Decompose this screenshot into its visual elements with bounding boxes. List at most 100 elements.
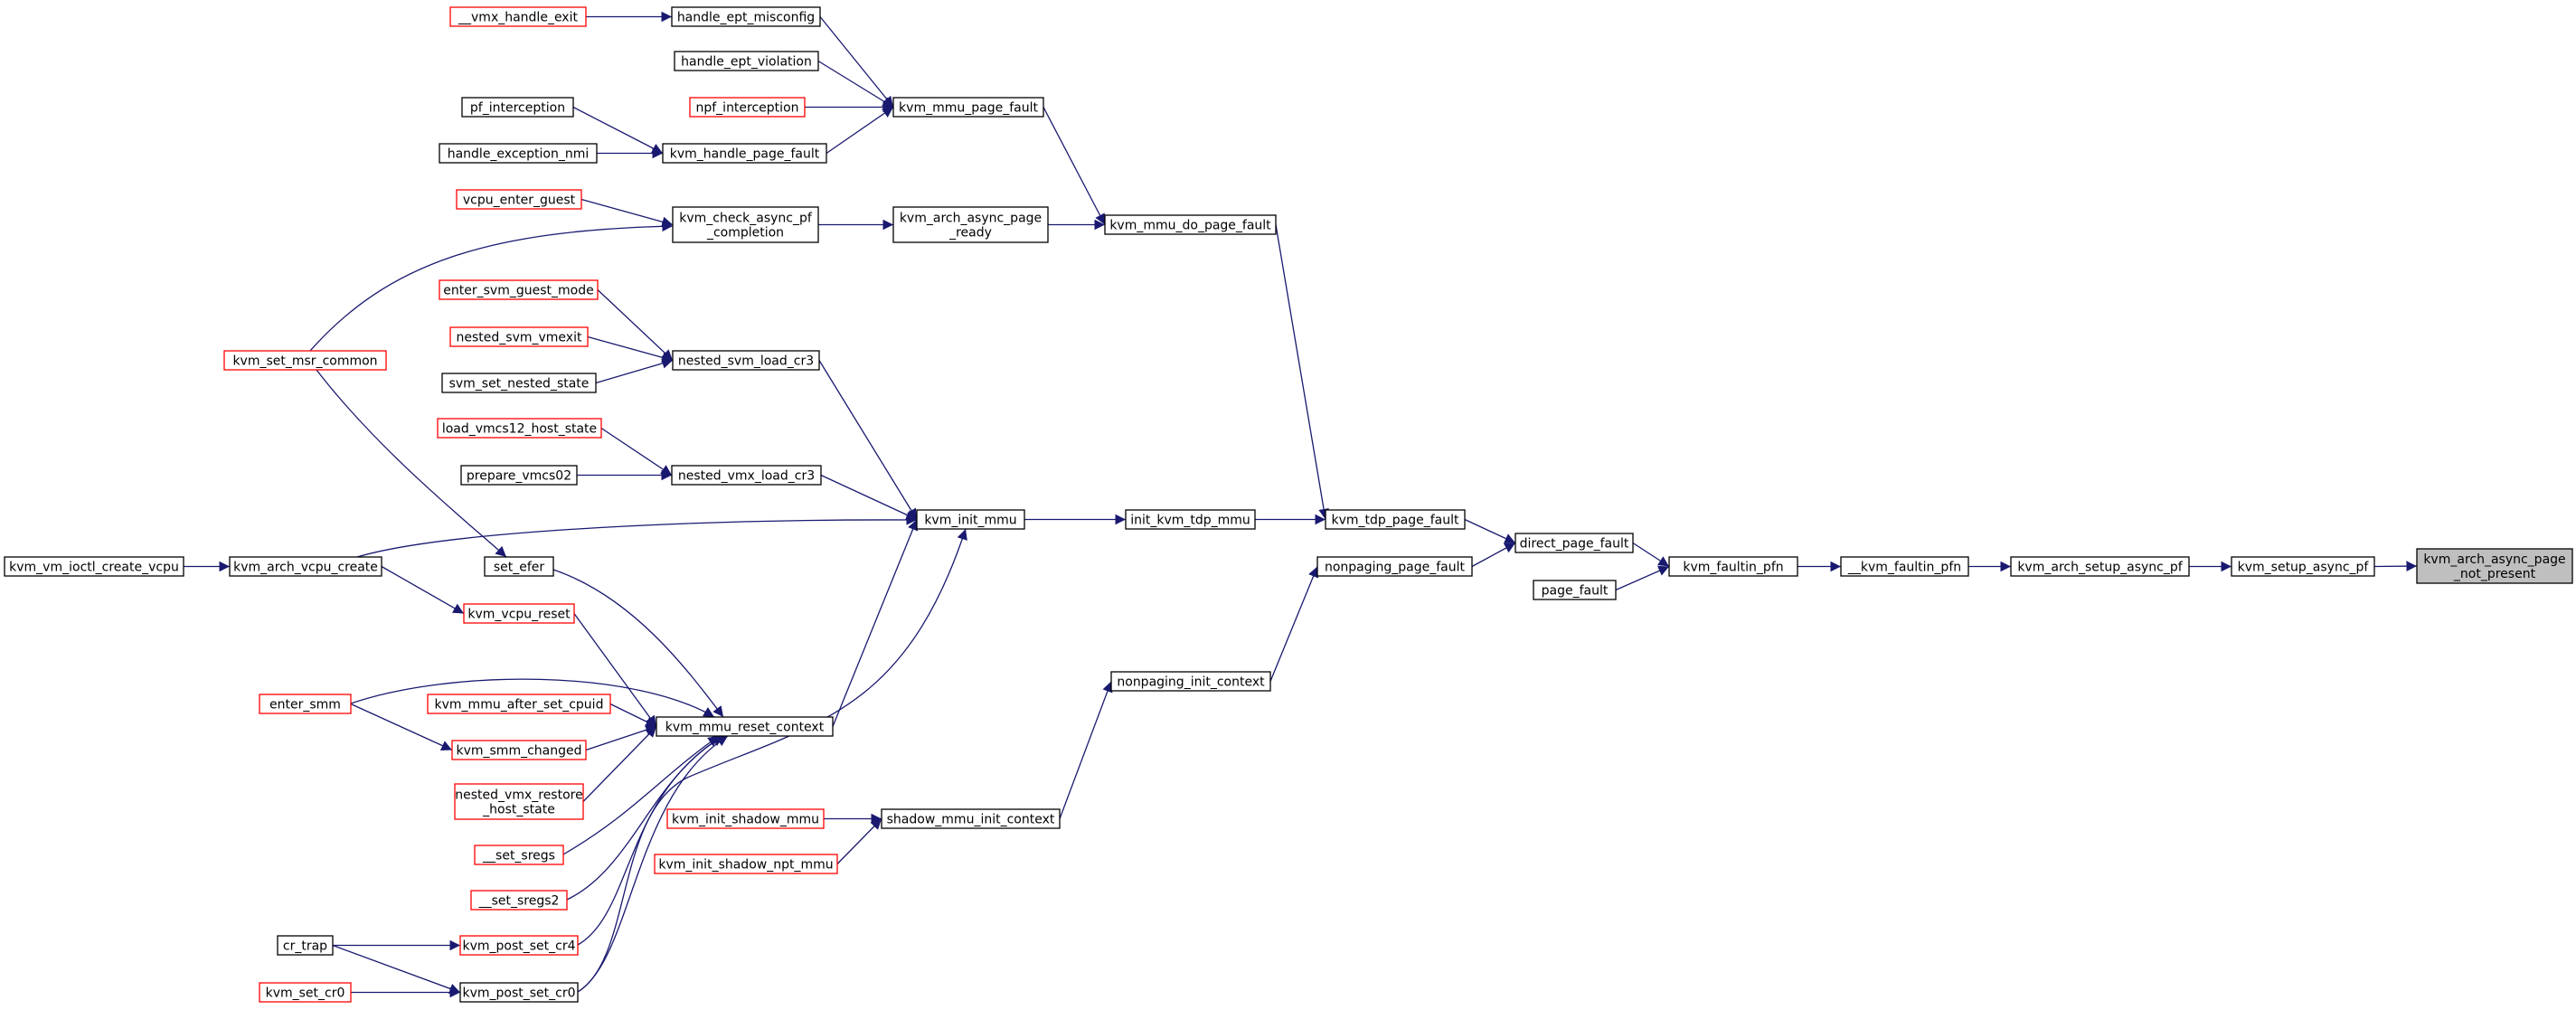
node-box: [1840, 556, 1969, 577]
node-nonpaging-init-context[interactable]: nonpaging_init_context: [1110, 671, 1271, 692]
node-box: [463, 603, 575, 624]
node-label: kvm_init_shadow_npt_mmu: [658, 858, 833, 873]
node-kvm-setup-async-pf[interactable]: kvm_setup_async_pf: [2231, 556, 2375, 577]
node-prepare-vmcs02[interactable]: prepare_vmcs02: [460, 465, 578, 486]
node-enter-smm[interactable]: enter_smm: [259, 694, 352, 714]
edge-handle-ept-violation-to-kvm-mmu-page-fault: [817, 60, 894, 109]
node-box: [449, 6, 587, 27]
node-label: shadow_mmu_init_context: [887, 813, 1055, 827]
node-kvm-vcpu-reset[interactable]: kvm_vcpu_reset: [463, 603, 575, 624]
node-kvm-mmu-do-page-fault[interactable]: kvm_mmu_do_page_fault: [1104, 214, 1277, 235]
node-label: __kvm_faultin_pfn: [1847, 561, 1961, 575]
node-box: [460, 465, 578, 486]
node-kvm-arch-vcpu-create[interactable]: kvm_arch_vcpu_create: [229, 556, 382, 577]
node-label: svm_set_nested_state: [449, 377, 590, 392]
node-box: [1668, 556, 1798, 577]
node-box: [2416, 548, 2573, 584]
node-page-fault[interactable]: page_fault: [1533, 580, 1617, 600]
node-box: [451, 740, 587, 760]
edge-kvm-mmu-page-fault-to-kvm-mmu-do-page-fault: [1043, 107, 1106, 225]
node-label: kvm_arch_async_page: [2423, 552, 2565, 567]
node-kvm-check-async-pf-completion[interactable]: kvm_check_async_pf_completion: [672, 206, 819, 243]
node-kvm-init-shadow-npt-mmu[interactable]: kvm_init_shadow_npt_mmu: [654, 854, 838, 874]
node-kvm-set-msr-common[interactable]: kvm_set_msr_common: [223, 350, 387, 371]
node-box: [881, 808, 1061, 829]
node-label: kvm_handle_page_fault: [670, 147, 820, 162]
node-kvm-arch-setup-async-pf[interactable]: kvm_arch_setup_async_pf: [2010, 556, 2190, 577]
node-npf-interception[interactable]: npf_interception: [689, 97, 806, 118]
node-svm-set-nested-state[interactable]: svm_set_nested_state: [441, 373, 597, 393]
node-handle-ept-misconfig[interactable]: handle_ept_misconfig: [671, 6, 821, 27]
node-label: kvm_post_set_cr0: [462, 986, 575, 1001]
node-nested-svm-vmexit[interactable]: nested_svm_vmexit: [449, 326, 589, 347]
node-kvm-init-mmu[interactable]: kvm_init_mmu: [916, 509, 1025, 530]
node-enter-svm-guest-mode[interactable]: enter_svm_guest_mode: [439, 279, 599, 300]
node-vcpu-enter-guest[interactable]: vcpu_enter_guest: [456, 189, 582, 210]
node-label: init_kvm_tdp_mmu: [1130, 514, 1250, 528]
edge-kvm-mmu-reset-context-to-kvm-init-mmu: [832, 519, 919, 727]
edge-kvm-smm-changed-to-kvm-mmu-reset-context: [585, 724, 657, 751]
node-load-vmcs12-host-state[interactable]: load_vmcs12_host_state: [437, 418, 602, 439]
node-handle-ept-violation[interactable]: handle_ept_violation: [674, 51, 819, 71]
node-set-efer[interactable]: set_efer: [484, 556, 554, 577]
node-cr-trap[interactable]: cr_trap: [277, 935, 334, 956]
edge-kvm-mmu-do-page-fault-to-kvm-tdp-page-fault: [1275, 224, 1329, 520]
node-box: [474, 845, 564, 865]
node-label: _completion: [706, 226, 784, 241]
node-shadow-mmu-init-context[interactable]: shadow_mmu_init_context: [881, 808, 1061, 829]
node-label: vcpu_enter_guest: [463, 194, 576, 208]
node-vmx-handle-exit[interactable]: __vmx_handle_exit: [449, 6, 587, 27]
node-kvm-set-cr0[interactable]: kvm_set_cr0: [259, 982, 352, 1003]
node-kvm-tdp-page-fault[interactable]: kvm_tdp_page_fault: [1325, 509, 1466, 530]
node-kvm-handle-page-fault[interactable]: kvm_handle_page_fault: [662, 143, 827, 164]
node-kvm-faultin-pfn[interactable]: kvm_faultin_pfn: [1668, 556, 1798, 577]
node-box: [437, 418, 602, 439]
node-label: handle_ept_misconfig: [677, 11, 815, 25]
node-pf-interception[interactable]: pf_interception: [461, 97, 574, 118]
node-label: nonpaging_page_fault: [1325, 561, 1466, 575]
node-label: kvm_set_cr0: [266, 986, 345, 1001]
node-label: nonpaging_init_context: [1117, 675, 1265, 690]
node-set-sregs2[interactable]: __set_sregs2: [470, 890, 568, 911]
node-nonpaging-page-fault[interactable]: nonpaging_page_fault: [1316, 556, 1473, 577]
node-handle-exception-nmi[interactable]: handle_exception_nmi: [439, 143, 598, 164]
node-label: nested_svm_load_cr3: [678, 354, 814, 369]
node-box: [461, 97, 574, 118]
node-kvm-arch-async-page-not-present[interactable]: kvm_arch_async_page_not_present: [2416, 548, 2573, 584]
edge-vcpu-enter-guest-to-kvm-check-async-pf-completion: [580, 198, 674, 228]
node-kvm-mmu-page-fault[interactable]: kvm_mmu_page_fault: [892, 97, 1044, 118]
node-label: kvm_mmu_after_set_cpuid: [435, 698, 604, 713]
node-kvm-init-shadow-mmu[interactable]: kvm_init_shadow_mmu: [666, 808, 825, 829]
node-set-sregs[interactable]: __set_sregs: [474, 845, 564, 865]
node-label: kvm_faultin_pfn: [1683, 561, 1783, 575]
edge-kvm-set-msr-common-to-set-efer: [316, 369, 507, 558]
node-init-kvm-tdp-mmu[interactable]: init_kvm_tdp_mmu: [1125, 509, 1256, 530]
node-box: [223, 350, 387, 371]
node-kvm-post-set-cr4[interactable]: kvm_post_set_cr4: [459, 935, 579, 956]
node-kvm-vm-ioctl-create-vcpu[interactable]: kvm_vm_ioctl_create_vcpu: [4, 556, 184, 577]
node-box: [439, 279, 599, 300]
node-kvm-mmu-reset-context[interactable]: kvm_mmu_reset_context: [656, 716, 834, 737]
edge-kvm-tdp-page-fault-to-direct-page-fault: [1464, 518, 1516, 544]
node-nested-vmx-load-cr3[interactable]: nested_vmx_load_cr3: [671, 465, 822, 486]
node-nested-vmx-restore-host-state[interactable]: nested_vmx_restore_host_state: [454, 783, 584, 820]
node-kvm-post-set-cr0[interactable]: kvm_post_set_cr0: [459, 982, 579, 1003]
node-label: __set_sregs: [482, 849, 555, 864]
node-kvm-smm-changed[interactable]: kvm_smm_changed: [451, 740, 587, 760]
node-direct-page-fault[interactable]: direct_page_fault: [1514, 533, 1634, 553]
edge-nested-vmx-load-cr3-to-kvm-init-mmu: [820, 474, 918, 521]
node-box: [229, 556, 382, 577]
node-kvm-arch-async-page-ready[interactable]: kvm_arch_async_page_ready: [892, 206, 1049, 243]
edge-kvm-vcpu-reset-to-kvm-mmu-reset-context: [573, 613, 657, 727]
node-kvm-faultin-pfn[interactable]: __kvm_faultin_pfn: [1840, 556, 1969, 577]
node-box: [671, 6, 821, 27]
node-nested-svm-load-cr3[interactable]: nested_svm_load_cr3: [672, 350, 820, 371]
edge-cr-trap-to-kvm-post-set-cr0: [332, 944, 461, 994]
edge-kvm-set-msr-common-to-kvm-check-async-pf-completion: [309, 221, 674, 352]
edge-kvm-arch-vcpu-create-to-kvm-vcpu-reset: [381, 565, 465, 615]
edge-nested-svm-vmexit-to-nested-svm-load-cr3: [587, 335, 674, 363]
node-kvm-mmu-after-set-cpuid[interactable]: kvm_mmu_after_set_cpuid: [427, 694, 611, 714]
node-box: [484, 556, 554, 577]
node-label: pf_interception: [470, 101, 565, 116]
edge-nonpaging-page-fault-to-direct-page-fault: [1471, 542, 1516, 568]
